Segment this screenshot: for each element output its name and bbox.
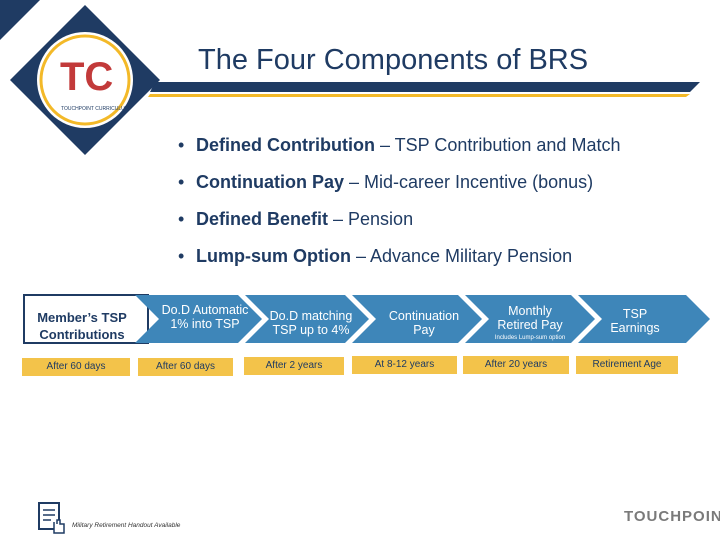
- timing-tag: After 2 years: [244, 357, 344, 375]
- bullet-item: •Defined Contribution – TSP Contribution…: [178, 135, 621, 155]
- bullet-list: •Defined Contribution – TSP Contribution…: [178, 135, 698, 283]
- logo-caption: TOUCHPOINT CURRICULUM: [61, 106, 129, 112]
- timeline-label: Do.D Automatic 1% into TSP: [161, 303, 249, 331]
- timeline-label: Member’s TSP Contributions: [37, 310, 127, 342]
- timeline-sublabel: Includes Lump-sum option: [494, 335, 566, 341]
- footer-note: Military Retirement Handout Available: [72, 522, 181, 529]
- timeline-label: TSP Earnings: [610, 307, 660, 335]
- tc-logo: TC TOUCHPOINT CURRICULUM: [10, 5, 160, 155]
- timing-tag: After 60 days: [138, 358, 233, 376]
- timing-tag: After 60 days: [22, 358, 130, 376]
- logo-letters: TC: [60, 55, 113, 99]
- timing-tag: Retirement Age: [576, 356, 678, 374]
- page-title: The Four Components of BRS: [198, 44, 589, 76]
- timeline-label: Monthly Retired Pay: [497, 304, 563, 332]
- timeline-chevrons: [23, 294, 710, 344]
- timing-tag: At 8-12 years: [352, 356, 457, 374]
- handout-icon: [38, 502, 65, 534]
- timeline-label: Do.D matching TSP up to 4%: [269, 309, 353, 337]
- bullet-item: •Continuation Pay – Mid-career Incentive…: [178, 172, 594, 192]
- timeline-label: Continuation Pay: [388, 309, 460, 337]
- bullet-item: •Defined Benefit – Pension: [178, 209, 414, 229]
- brand-wordmark: TOUCHPOINT: [624, 508, 720, 525]
- bullet-item: •Lump-sum Option – Advance Military Pens…: [178, 246, 573, 266]
- timing-tag: After 20 years: [463, 356, 569, 374]
- header-decoration: [0, 0, 700, 97]
